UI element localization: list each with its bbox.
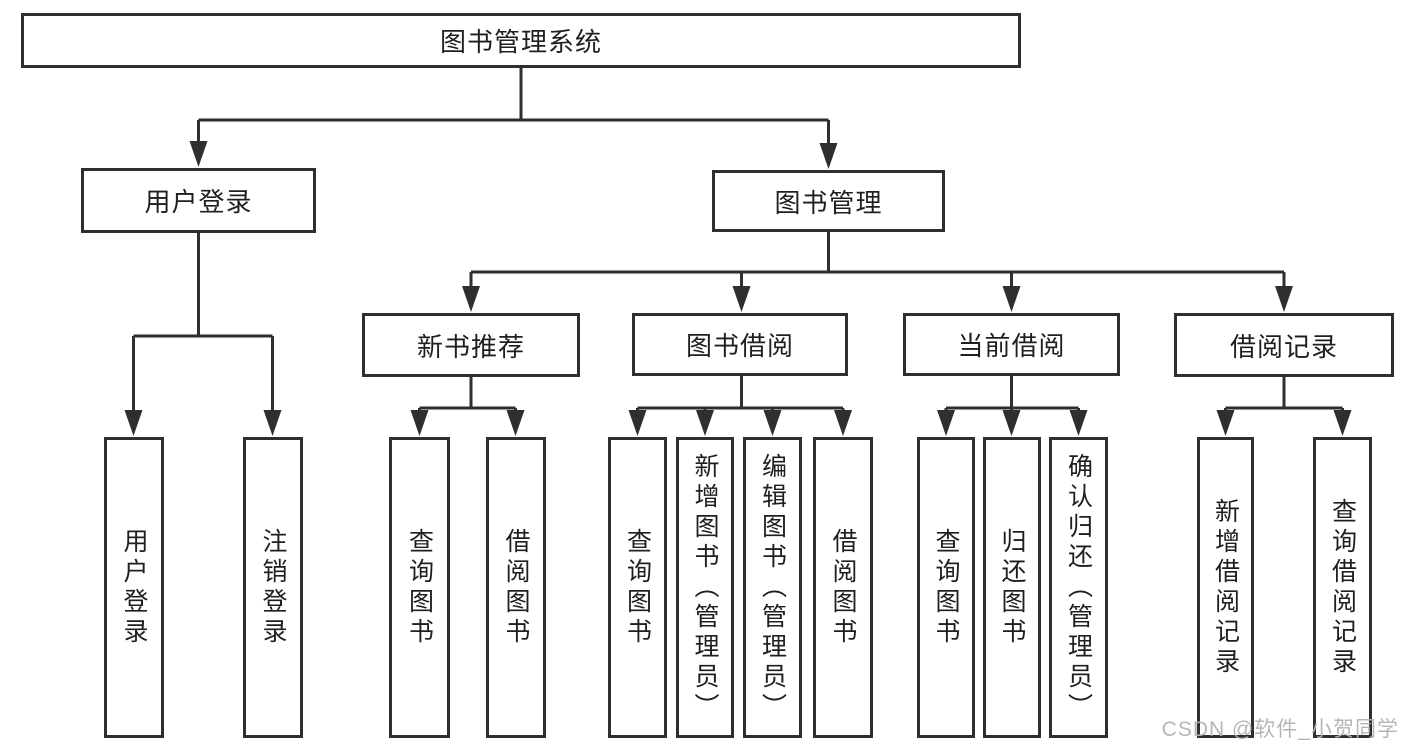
node-book-management: 图书管理: [712, 170, 945, 232]
leaf-add-books: 新增图书（管理员）: [676, 437, 734, 738]
node-root-label: 图书管理系统: [439, 27, 602, 57]
leaf-borrow-books-1-label: 借阅图书: [502, 527, 530, 648]
leaf-borrow-books-2: 借阅图书: [813, 437, 873, 738]
leaf-user-login-label: 用户登录: [120, 527, 148, 648]
leaf-query-books-2: 查询图书: [608, 437, 667, 738]
node-user-login-label: 用户登录: [144, 187, 253, 217]
node-new-book-recommend: 新书推荐: [362, 313, 580, 377]
leaf-edit-books-label: 编辑图书（管理员）: [758, 452, 787, 723]
leaf-query-borrow-record-label: 查询借阅记录: [1328, 497, 1357, 678]
node-book-borrowing: 图书借阅: [632, 313, 848, 376]
leaf-query-books-1-label: 查询图书: [405, 527, 434, 648]
leaf-borrow-books-1: 借阅图书: [486, 437, 546, 738]
connector-new-book-branch: [410, 377, 525, 436]
node-borrowing-records-label: 借阅记录: [1229, 331, 1338, 362]
leaf-borrow-books-2-label: 借阅图书: [829, 527, 857, 648]
leaf-query-books-2-label: 查询图书: [623, 527, 652, 648]
node-book-management-label: 图书管理: [774, 187, 883, 218]
leaf-return-books: 归还图书: [983, 437, 1041, 738]
connector-user-login-branch: [124, 233, 282, 436]
leaf-query-books-3: 查询图书: [917, 437, 975, 738]
connector-book-borrowing-branch: [628, 375, 852, 436]
node-root: 图书管理系统: [21, 13, 1021, 68]
node-book-borrowing-label: 图书借阅: [685, 331, 794, 361]
connector-borrowing-records-branch: [1216, 377, 1352, 436]
node-current-borrowing: 当前借阅: [903, 313, 1120, 376]
connector-book-management-branch: [462, 232, 1293, 312]
leaf-return-books-label: 归还图书: [998, 527, 1026, 648]
leaf-add-borrow-record: 新增借阅记录: [1197, 437, 1254, 738]
leaf-logout: 注销登录: [243, 437, 303, 738]
leaf-confirm-return-label: 确认归还（管理员）: [1064, 452, 1093, 723]
leaf-query-books-3-label: 查询图书: [932, 527, 960, 648]
leaf-confirm-return: 确认归还（管理员）: [1049, 437, 1108, 738]
node-user-login: 用户登录: [81, 168, 316, 233]
connector-current-borrowing-branch: [937, 375, 1088, 436]
node-new-book-recommend-label: 新书推荐: [416, 331, 525, 362]
connector-root-to-level2: [189, 68, 838, 169]
leaf-add-books-label: 新增图书（管理员）: [691, 452, 719, 723]
leaf-query-books-1: 查询图书: [389, 437, 450, 738]
node-current-borrowing-label: 当前借阅: [957, 331, 1066, 361]
leaf-edit-books: 编辑图书（管理员）: [743, 437, 802, 738]
node-borrowing-records: 借阅记录: [1174, 313, 1394, 377]
leaf-query-borrow-record: 查询借阅记录: [1313, 437, 1372, 738]
csdn-watermark: CSDN @软件_小贺同学: [1161, 718, 1399, 741]
leaf-logout-label: 注销登录: [259, 527, 287, 648]
leaf-user-login: 用户登录: [104, 437, 164, 738]
leaf-add-borrow-record-label: 新增借阅记录: [1211, 497, 1240, 678]
